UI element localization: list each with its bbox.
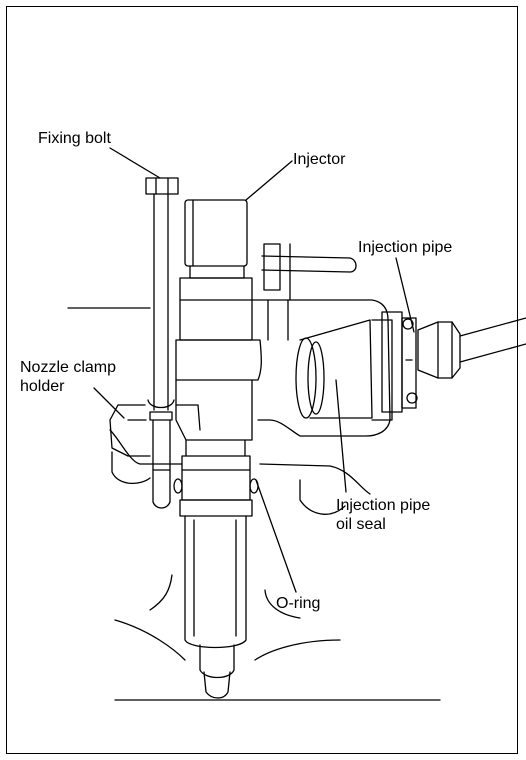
leader-fixing-bolt [109, 147, 161, 179]
leader-lines [93, 147, 415, 593]
injection-pipe-connector [251, 299, 418, 437]
nozzle-clamp-holder-label-line2: holder [20, 378, 65, 395]
injector-label: Injector [293, 151, 346, 168]
fixing-bolt-label: Fixing bolt [38, 130, 111, 147]
fixing-bolt [145, 177, 179, 509]
oil-seal-label-line1: Injection pipe [336, 497, 431, 514]
injection-pipe-oil-seal-label: Injection pipe oil seal [336, 496, 430, 534]
injector-body [175, 199, 262, 699]
figure-frame [6, 6, 518, 754]
o-ring [173, 478, 259, 494]
leader-injector [245, 160, 293, 201]
injection-pipe [417, 317, 526, 379]
oil-seal-label-line2: oil seal [336, 516, 386, 533]
injection-pipe-label: Injection pipe [358, 239, 453, 256]
leader-o-ring [255, 479, 297, 593]
nozzle-clamp-holder-label-line1: Nozzle clamp [20, 359, 117, 376]
o-ring-label: O-ring [276, 595, 321, 612]
leader-injection-pipe [395, 257, 415, 333]
leader-nozzle-clamp-holder [93, 387, 125, 419]
cylinder-head-outline [109, 429, 441, 701]
leader-oil-seal [335, 379, 347, 493]
nozzle-clamp-holder-label: Nozzle clamp holder [20, 358, 116, 396]
leak-off-fitting [261, 243, 357, 341]
nozzle-clamp-holder [109, 404, 201, 457]
